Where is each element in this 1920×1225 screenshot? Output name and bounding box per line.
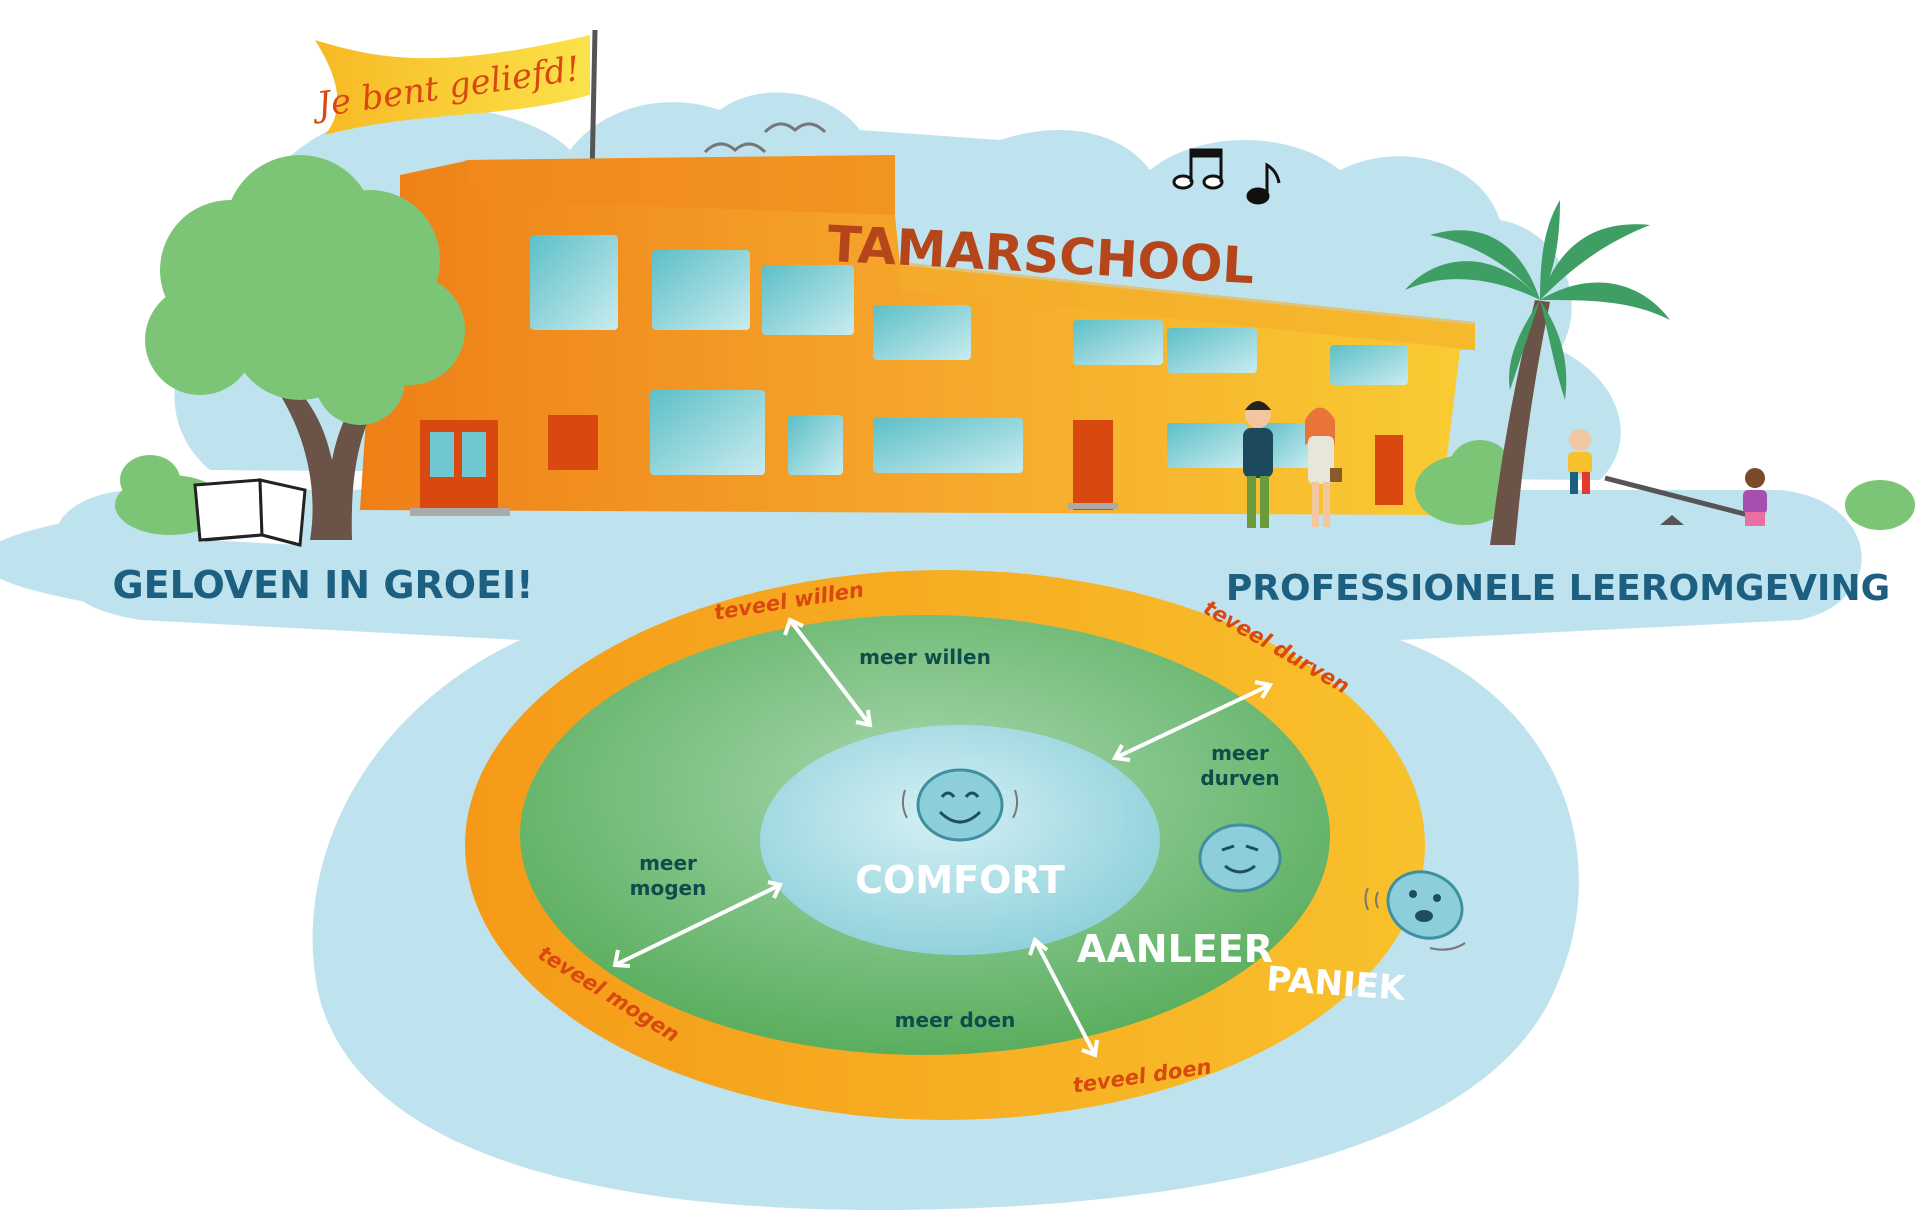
book-icon — [193, 478, 307, 547]
music-notes-icon — [1172, 148, 1281, 205]
child-boy — [1568, 429, 1592, 494]
arrow-durven — [1114, 683, 1271, 760]
caption-right: PROFESSIONELE LEEROMGEVING — [1226, 568, 1890, 609]
arrow-willen — [788, 618, 872, 727]
label-meer-mogen-2: mogen — [630, 876, 707, 900]
arrow-doen — [1033, 939, 1097, 1056]
people — [1243, 401, 1767, 528]
label-meer-mogen-1: meer — [639, 851, 697, 875]
flagpole — [589, 29, 598, 179]
label-meer-willen: meer willen — [859, 645, 991, 669]
bushes — [115, 440, 1915, 535]
content-face-icon — [1198, 823, 1282, 893]
school-building: TAMARSCHOOL — [360, 155, 1475, 516]
label-meer-durven-2: durven — [1200, 766, 1279, 790]
tree-icon — [145, 155, 465, 540]
person-woman — [1305, 407, 1342, 527]
seesaw — [1604, 475, 1761, 525]
zone-diagram: meer willen meer durven meer mogen meer … — [465, 570, 1466, 1120]
flag: Je bent geliefd! — [309, 29, 598, 179]
arrows — [612, 617, 1274, 1058]
happy-face-icon — [901, 768, 1019, 842]
panicked-face-icon — [1364, 870, 1466, 951]
label-meer-doen: meer doen — [895, 1008, 1016, 1032]
person-man — [1243, 401, 1273, 528]
birds-icon — [703, 122, 827, 154]
label-meer-durven-1: meer — [1211, 741, 1269, 765]
arrow-mogen — [614, 883, 781, 967]
doors — [410, 415, 1403, 516]
windows — [530, 235, 1408, 475]
child-girl — [1743, 468, 1767, 526]
zone-label-learning: AANLEER — [1077, 927, 1273, 971]
zone-label-panic: PANIEK — [1265, 959, 1408, 1009]
palm-tree-icon — [1405, 200, 1670, 545]
flag-banner — [315, 35, 590, 135]
zone-label-comfort: COMFORT — [855, 858, 1065, 902]
caption-left: GELOVEN IN GROEI! — [112, 563, 533, 607]
